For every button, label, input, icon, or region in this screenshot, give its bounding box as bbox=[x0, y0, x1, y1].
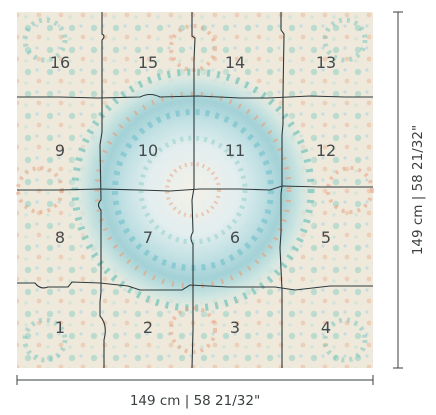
panel-label-16: 16 bbox=[50, 53, 70, 72]
horizontal-cut-line-2 bbox=[17, 185, 373, 192]
panel-label-8: 8 bbox=[55, 228, 65, 247]
panel-label-10: 10 bbox=[138, 141, 158, 160]
panel-label-15: 15 bbox=[138, 53, 158, 72]
panel-label-7: 7 bbox=[143, 228, 153, 247]
panel-label-5: 5 bbox=[321, 228, 331, 247]
panel-label-1: 1 bbox=[55, 318, 65, 337]
panel-label-4: 4 bbox=[321, 318, 331, 337]
horizontal-cut-line-3 bbox=[17, 281, 373, 291]
panel-label-3: 3 bbox=[230, 318, 240, 337]
horizontal-cut-line-1 bbox=[17, 93, 373, 99]
height-dimension: 149 cm | 58 21/32" bbox=[393, 11, 426, 369]
panel-label-14: 14 bbox=[225, 53, 245, 72]
vertical-cut-line-2 bbox=[190, 12, 196, 369]
vertical-cut-line-3 bbox=[279, 12, 285, 368]
panel-label-6: 6 bbox=[230, 228, 240, 247]
width-label: 149 cm | 58 21/32" bbox=[130, 393, 260, 409]
width-dimension: 149 cm | 58 21/32" bbox=[16, 375, 374, 409]
panel-label-13: 13 bbox=[316, 53, 336, 72]
panel-label-12: 12 bbox=[316, 141, 336, 160]
height-label: 149 cm | 58 21/32" bbox=[410, 125, 426, 255]
panel-label-11: 11 bbox=[225, 141, 245, 160]
panel-label-2: 2 bbox=[143, 318, 153, 337]
panel-label-9: 9 bbox=[55, 141, 65, 160]
vertical-cut-line-1 bbox=[97, 12, 106, 368]
panel-cut-lines bbox=[17, 12, 373, 369]
